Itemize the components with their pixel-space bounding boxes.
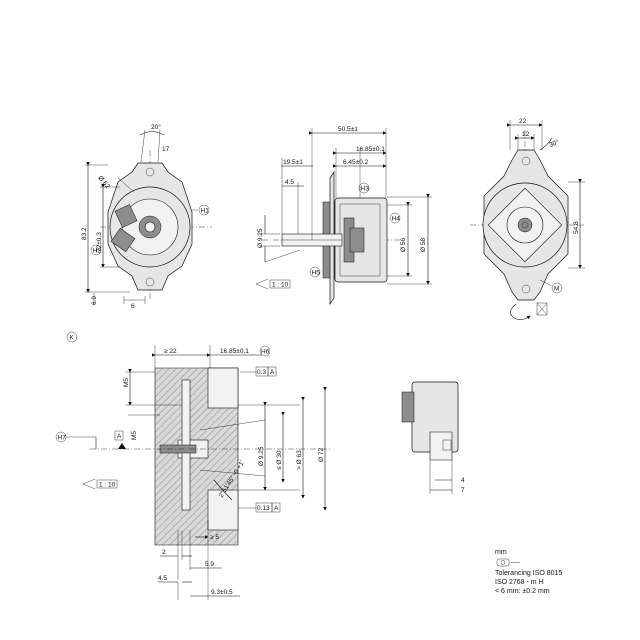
rear-view: 22 12 30° 54.8 M (470, 118, 585, 320)
angle-20-label: 20° (151, 123, 161, 131)
dia-63-label: > Ø 63 (296, 450, 303, 470)
dia-58-label: Ø 58 (420, 238, 427, 252)
dim-5-9-label: 5.9 (205, 561, 214, 568)
label-h5: H5 (312, 270, 321, 277)
dim-4-small: 4 (461, 477, 465, 484)
dia-56-label: Ø 56 (400, 238, 407, 252)
label-h6: H6 (261, 349, 270, 356)
dim-9-3-label: 9.3±0.5 (211, 589, 233, 596)
tol-013-label: 0.13 (257, 505, 270, 512)
dim-50-5-label: 50.5±1 (338, 126, 358, 133)
dim-4-5-section: 4.5 (158, 575, 167, 582)
label-k: K (70, 335, 75, 342)
label-h3: H3 (361, 186, 370, 193)
label-h1: H1 (201, 208, 210, 215)
dim-16-85-section: 16.85±0.1 (220, 348, 249, 355)
dim-72-label: 72±0.3 (96, 232, 103, 252)
dim-17-label: 17 (162, 146, 170, 153)
m5-mid-label: M5 (131, 431, 138, 440)
datum-a-box: A (117, 433, 122, 440)
dia-62-label: Ø 62 (96, 175, 111, 191)
datum-a-bottom: A (274, 505, 279, 512)
dim-7-small: 7 (461, 487, 465, 494)
tolerance-line-2: ISO 2768 - m H (495, 579, 544, 586)
unit-label: mm (495, 549, 507, 556)
label-h2: H2 (93, 248, 102, 255)
dia-9-25-section: Ø 9.25 (258, 446, 265, 466)
front-view: 20° 17 Ø 62 83.2 72±0.3 6.9 6 H1 H2 (81, 123, 212, 310)
dim-83-2-label: 83.2 (81, 227, 88, 240)
dim-22-section: ≥ 22 (164, 348, 177, 355)
section-view: K (55, 331, 330, 600)
dim-6-9-label: 6.9 (91, 296, 98, 305)
datum-a-top: A (270, 369, 275, 376)
dim-54-8-label: 54.8 (573, 221, 580, 234)
tolerance-line-1: Tolerancing ISO 8015 (495, 570, 562, 577)
m5-top-label: M5 (123, 378, 130, 387)
side-view: 50.5±1 16.85±0.1 19.5±1 6.45±0.2 4.5 Ø 9… (255, 126, 432, 306)
tolerance-notes: mm Tolerancing ISO 8015 ISO 2768 - m H <… (495, 549, 562, 595)
tol-03-label: 0.3 (257, 369, 266, 376)
dia-72-label: Ø 72 (318, 448, 325, 462)
small-side-view: 4 7 (401, 381, 465, 494)
scale-label-side: 1 : 10 (272, 282, 289, 289)
dim-22-label: 22 (519, 118, 527, 125)
tolerance-line-3: < 6 mm: ±0.2 mm (495, 588, 550, 595)
scale-label-section: 1 : 10 (99, 482, 116, 489)
angle-30-label: 30° (548, 138, 560, 149)
dim-16-85-label: 16.85±0.1 (356, 146, 385, 153)
dim-12-label: 12 (522, 131, 530, 138)
dim-6-45-label: 6.45±0.2 (343, 159, 369, 166)
dim-6-label: 6 (131, 303, 135, 310)
label-h4: H4 (392, 216, 401, 223)
dim-5-label: ≥ 5 (210, 534, 219, 541)
dim-2-label: 2 (162, 549, 166, 556)
dim-4-5-label: 4.5 (285, 179, 294, 186)
dim-19-5-label: 19.5±1 (283, 159, 303, 166)
dia-30-label: ≤ Ø 30 (276, 450, 283, 470)
label-h7: H7 (58, 435, 67, 442)
label-m: M (554, 286, 559, 293)
dia-9-25-label: Ø 9.25 (257, 228, 264, 248)
